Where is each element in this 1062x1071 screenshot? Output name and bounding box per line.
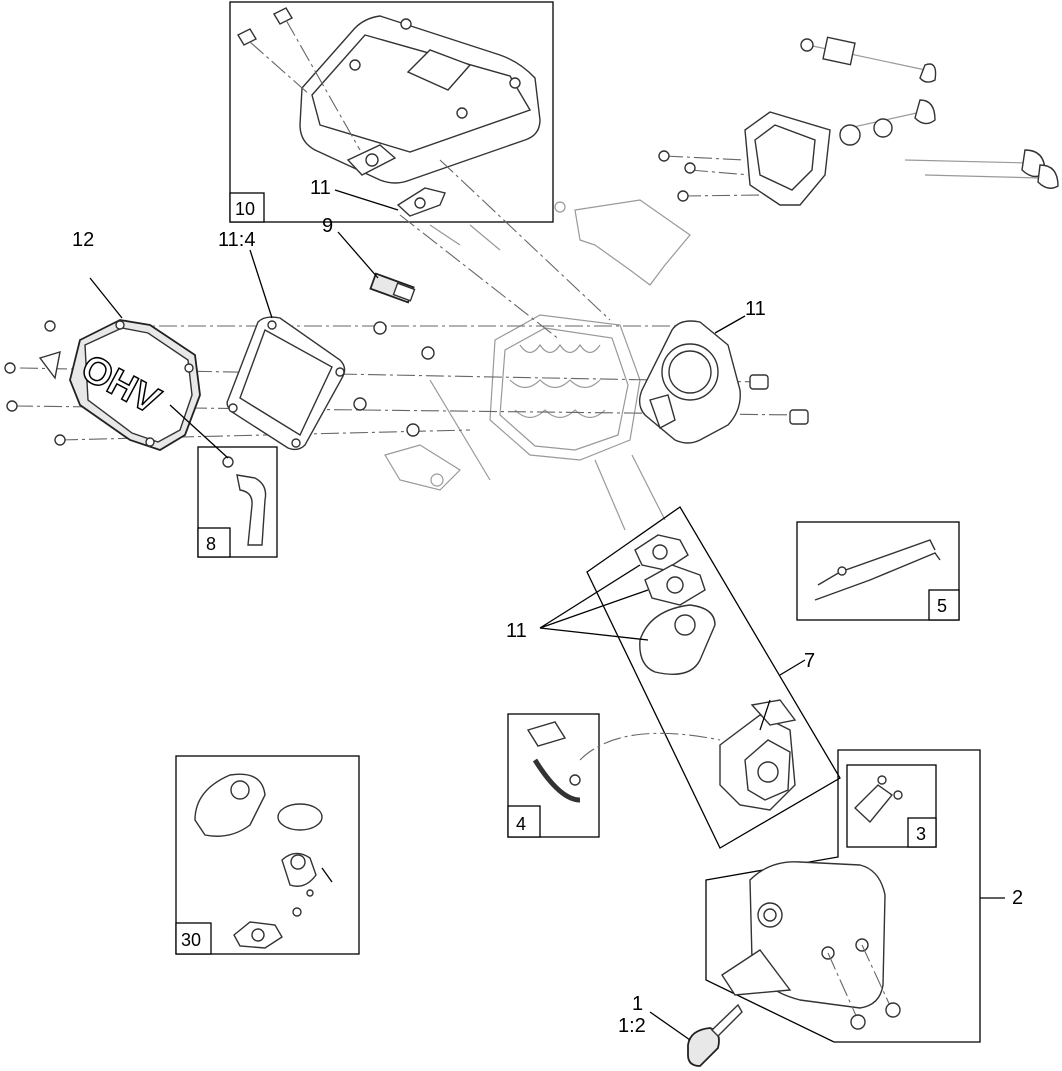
callout-2: 2 (1012, 887, 1023, 909)
part-11-head-gasket: 11 (638, 298, 809, 444)
box-4-solenoid: 4 (507, 713, 721, 838)
box-30-carburetor-kit: 30 (175, 755, 360, 955)
box-8-number: 8 (206, 534, 216, 554)
shroud-ghost (554, 199, 691, 286)
callout-11-head: 11 (745, 298, 766, 320)
callout-9: 9 (322, 215, 333, 237)
callout-11-box10: 11 (310, 177, 331, 199)
part-9-spark-plug: 9 (322, 215, 435, 437)
box-30-number: 30 (181, 930, 201, 950)
cylinder-head (384, 314, 641, 491)
part-11-4-gasket: 11:4 (218, 229, 346, 451)
callout-12: 12 (72, 229, 94, 251)
callout-1: 1 (632, 993, 643, 1015)
box-5-number: 5 (937, 596, 947, 616)
callout-11-4: 11:4 (218, 229, 255, 251)
callout-1-2: 1:2 (618, 1015, 646, 1037)
box-8-breather-hose: 8 (169, 404, 278, 558)
studs (429, 224, 666, 531)
box-3-number: 3 (916, 824, 926, 844)
part-1-ignition-key: 1 1:2 (618, 993, 743, 1067)
box-10-valve-cover: 10 11 (229, 1, 554, 223)
callout-7: 7 (804, 650, 815, 672)
callout-11-carb: 11 (506, 620, 527, 642)
box-10-number: 10 (235, 199, 255, 219)
box-4-number: 4 (516, 814, 526, 834)
part-7-carburetor-group: 11 7 (506, 506, 841, 849)
box-2-air-filter-housing: 3 2 (705, 749, 1023, 1043)
part-12-ohv-cover: OHV 12 (4, 229, 201, 451)
box-5-throttle-rods: 5 (796, 521, 960, 621)
valve-train-parts (658, 36, 1059, 206)
